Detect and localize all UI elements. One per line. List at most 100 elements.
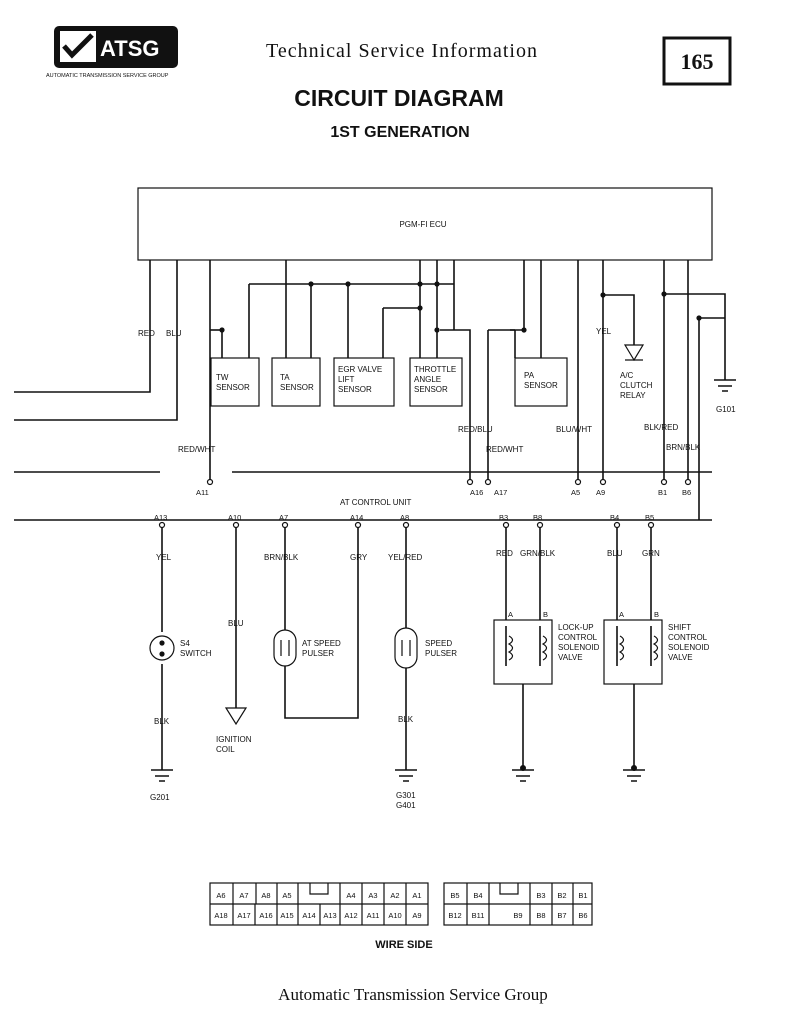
shift-label-1: SHIFT — [668, 623, 691, 632]
ac-relay-label-1: A/C — [620, 371, 634, 380]
pa-sensor-label-2: SENSOR — [524, 381, 558, 390]
logo-text: ATSG — [100, 36, 159, 61]
conn-b-top-0: B5 — [450, 891, 459, 900]
pin-a11: A11 — [196, 488, 209, 497]
s4-label-1: S4 — [180, 639, 190, 648]
conn-b-top-1: B4 — [473, 891, 482, 900]
conn-a-top-3: A5 — [282, 891, 291, 900]
ac-relay-label-2: CLUTCH — [620, 381, 653, 390]
wire-lower-grn: GRN — [642, 549, 660, 558]
conn-a-bot-6: A12 — [344, 911, 357, 920]
ground-g201-label: G201 — [150, 793, 170, 802]
pin-b6: B6 — [682, 488, 691, 497]
wire-yel: YEL — [596, 327, 612, 336]
conn-b-bot-1: B11 — [472, 911, 485, 920]
wire-blk-red: BLK/RED — [644, 423, 678, 432]
ground-g101: G101 — [714, 379, 736, 414]
footer-text: Automatic Transmission Service Group — [278, 985, 548, 1004]
ignition-coil: IGNITION COIL — [216, 707, 252, 754]
conn-a-top-4: A4 — [346, 891, 355, 900]
wire-red-wht: RED/WHT — [178, 445, 215, 454]
logo-subtext: AUTOMATIC TRANSMISSION SERVICE GROUP — [46, 73, 169, 79]
ground-g401-label: G401 — [396, 801, 416, 810]
ta-sensor-label-2: SENSOR — [280, 383, 314, 392]
conn-a-bot-2: A16 — [259, 911, 272, 920]
pin-a16: A16 — [470, 488, 483, 497]
conn-a-bot-7: A11 — [367, 911, 380, 920]
page-title: CIRCUIT DIAGRAM — [294, 85, 504, 111]
connector-a: A6 A7 A8 A5 A4 A3 A2 A1 A18 A17 A16 A15 … — [209, 882, 429, 926]
wire-blu: BLU — [166, 329, 182, 338]
at-control-unit-boundary: AT CONTROL UNIT — [14, 471, 712, 521]
lockup-label-4: VALVE — [558, 653, 583, 662]
egr-sensor-label-3: SENSOR — [338, 385, 372, 394]
s4-switch: S4 SWITCH — [149, 635, 212, 661]
pin-b1: B1 — [658, 488, 667, 497]
shift-label-4: VALVE — [668, 653, 693, 662]
ground-g301-label: G301 — [396, 791, 416, 800]
lockup-pin-b: B — [543, 610, 548, 619]
ground-g301-g401: G301 G401 — [395, 769, 417, 810]
conn-a-top-5: A3 — [368, 891, 377, 900]
tw-sensor-label-1: TW — [216, 373, 229, 382]
conn-a-bot-4: A14 — [302, 911, 315, 920]
pin-b4: B4 — [610, 513, 619, 522]
conn-a-top-6: A2 — [390, 891, 399, 900]
tw-sensor-label-2: SENSOR — [216, 383, 250, 392]
conn-b-bot-3: B8 — [536, 911, 545, 920]
at-speed-label-2: PULSER — [302, 649, 334, 658]
pa-sensor — [514, 357, 568, 407]
wire-lower-grn-blk: GRN/BLK — [520, 549, 556, 558]
lower-pins: A13 A10 A7 A14 A8 B3 B8 B4 B5 — [154, 513, 654, 529]
egr-valve-lift-sensor — [333, 357, 395, 407]
conn-a-bot-8: A10 — [388, 911, 401, 920]
at-speed-pulser: AT SPEED PULSER — [273, 629, 341, 667]
conn-b-top-4: B1 — [578, 891, 587, 900]
conn-b-top-2: B3 — [536, 891, 545, 900]
conn-b-bot-0: B12 — [448, 911, 461, 920]
wire-lower-blu-2: BLU — [607, 549, 623, 558]
wire-blu-wht: BLU/WHT — [556, 425, 592, 434]
pin-a5: A5 — [571, 488, 580, 497]
pin-a10: A10 — [228, 513, 241, 522]
lower-wire-labels: YEL BLU BRN/BLK GRY YEL/RED RED GRN/BLK … — [154, 549, 660, 726]
conn-a-bot-5: A13 — [323, 911, 336, 920]
wire-lower-gry: GRY — [350, 553, 368, 562]
pin-a8: A8 — [400, 513, 409, 522]
at-control-unit-label: AT CONTROL UNIT — [340, 498, 412, 507]
speed-pulser: SPEED PULSER — [394, 627, 457, 669]
shift-label-2: CONTROL — [668, 633, 708, 642]
conn-a-top-0: A6 — [216, 891, 225, 900]
conn-a-bot-3: A15 — [280, 911, 293, 920]
pin-a14: A14 — [350, 513, 363, 522]
shift-label-3: SOLENOID — [668, 643, 710, 652]
pin-b5: B5 — [645, 513, 654, 522]
conn-b-bot-5: B6 — [578, 911, 587, 920]
conn-a-bot-0: A18 — [214, 911, 227, 920]
lower-wiring — [161, 527, 652, 770]
ignition-label-2: COIL — [216, 745, 235, 754]
lockup-label-3: SOLENOID — [558, 643, 600, 652]
ta-sensor-label-1: TA — [280, 373, 290, 382]
lockup-label-1: LOCK-UP — [558, 623, 594, 632]
conn-a-top-7: A1 — [412, 891, 421, 900]
throttle-sensor-label-2: ANGLE — [414, 375, 441, 384]
wire-lower-brn-blk: BRN/BLK — [264, 553, 299, 562]
wire-red-blu: RED/BLU — [458, 425, 493, 434]
page-number-box — [662, 36, 732, 86]
ground-g101-label: G101 — [716, 405, 736, 414]
speed-label-2: PULSER — [425, 649, 457, 658]
conn-a-bot-1: A17 — [237, 911, 250, 920]
pin-b3: B3 — [499, 513, 508, 522]
pin-a13: A13 — [154, 513, 167, 522]
ground-lockup — [512, 765, 534, 782]
ground-shift — [623, 765, 645, 782]
conn-b-bot-2: B9 — [513, 911, 522, 920]
conn-a-top-2: A8 — [261, 891, 270, 900]
pin-a9: A9 — [596, 488, 605, 497]
speed-label-1: SPEED — [425, 639, 452, 648]
publisher-line: Technical Service Information — [266, 40, 538, 62]
throttle-sensor-label-1: THROTTLE — [414, 365, 456, 374]
